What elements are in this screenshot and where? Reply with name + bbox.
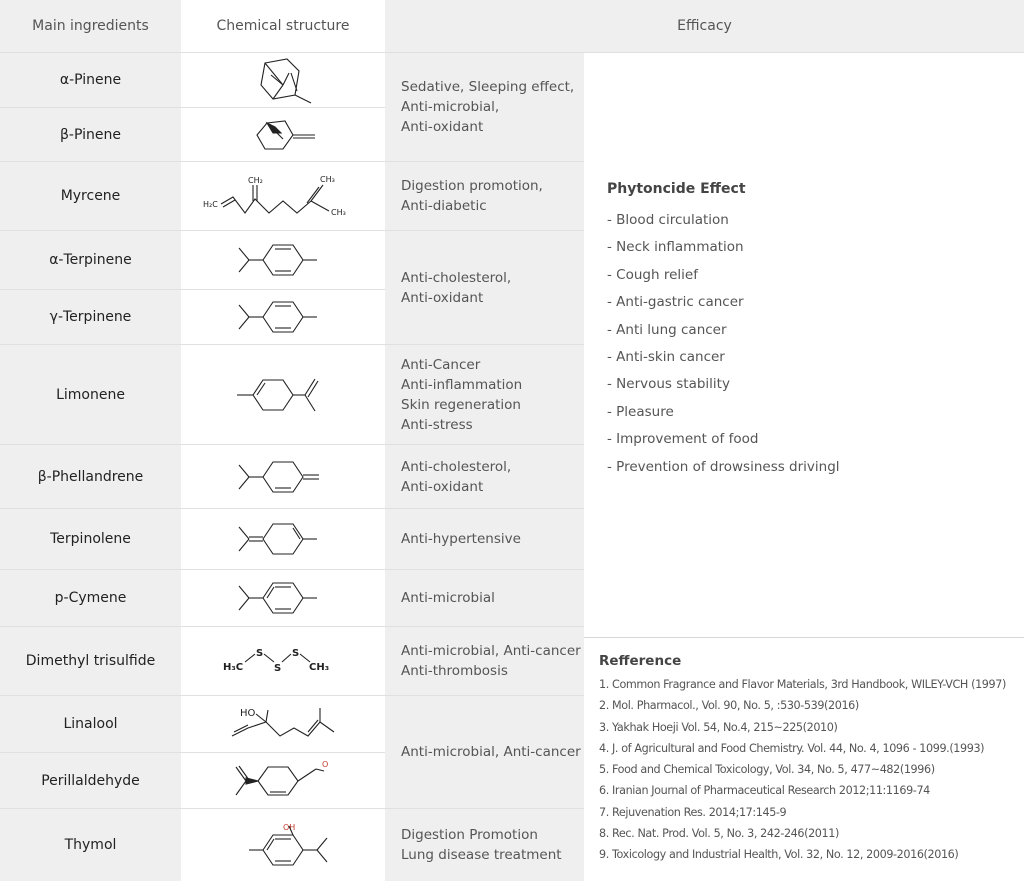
ingredient-name-perillaldehyde: Perillaldehyde	[0, 752, 181, 808]
ingredient-name-limonene: Limonene	[0, 344, 181, 444]
linalool-ho-label: HO	[240, 708, 256, 719]
list-item: - Pleasure	[607, 403, 674, 420]
beta-phellandrene-structure	[181, 444, 385, 508]
ingredient-name-myrcene: Myrcene	[0, 161, 181, 230]
efficacy-text: Anti-cholesterol, Anti-oxidant	[401, 458, 512, 495]
phytoncide-list: - Blood circulation - Neck inflammation …	[607, 207, 840, 481]
limonene-structure	[181, 344, 385, 444]
header-chemical-structure: Chemical structure	[181, 0, 385, 52]
phytoncide-effect-panel: Phytoncide Effect - Blood circulation - …	[584, 52, 1024, 638]
dmts-s3-label: S	[292, 648, 299, 659]
alpha-terpinene-structure	[181, 230, 385, 289]
ingredient-name-gamma-terpinene: γ-Terpinene	[0, 289, 181, 344]
ingredient-name-beta-phellandrene: β-Phellandrene	[0, 444, 181, 508]
efficacy-text: Anti-hypertensive	[401, 531, 521, 547]
ingredient-name-alpha-pinene: α-Pinene	[0, 52, 181, 107]
list-item: 4. J. of Agricultural and Food Chemistry…	[599, 741, 985, 755]
reference-title: Refference	[599, 653, 682, 669]
efficacy-cell-dimethyl-trisulfide: Anti-microbial, Anti-cancer Anti-thrombo…	[385, 626, 584, 695]
myrcene-ch2-label: CH₂	[248, 176, 263, 185]
list-item: 6. Iranian Journal of Pharmaceutical Res…	[599, 784, 930, 798]
list-item: - Prevention of drowsiness drivingl	[607, 458, 840, 475]
efficacy-cell-thymol: Digestion Promotion Lung disease treatme…	[385, 808, 584, 881]
efficacy-cell-p-cymene: Anti-microbial	[385, 569, 584, 626]
list-item: - Improvement of food	[607, 431, 759, 448]
ingredient-name-linalool: Linalool	[0, 695, 181, 752]
efficacy-text: Anti-microbial, Anti-cancer Anti-thrombo…	[401, 643, 581, 679]
linalool-structure: HO	[181, 695, 385, 752]
list-item: - Nervous stability	[607, 376, 730, 393]
myrcene-h2c-label: H₂C	[203, 200, 218, 209]
list-item: 1. Common Fragrance and Flavor Materials…	[599, 678, 1006, 691]
phytoncide-title: Phytoncide Effect	[607, 181, 746, 197]
ingredient-name-thymol: Thymol	[0, 808, 181, 881]
header-main-ingredients: Main ingredients	[0, 0, 181, 52]
terpinolene-structure	[181, 508, 385, 569]
perillaldehyde-icon: O	[235, 760, 328, 796]
myrcene-icon: CH₂ CH₃ H₂C CH₃	[203, 175, 346, 217]
alpha-pinene-structure	[181, 52, 385, 107]
efficacy-cell-terpinene: Anti-cholesterol, Anti-oxidant	[385, 230, 584, 344]
reference-panel: Refference 1. Common Fragrance and Flavo…	[584, 637, 1024, 882]
thymol-icon: OH	[249, 823, 328, 866]
efficacy-text: Digestion promotion, Anti-diabetic	[401, 178, 543, 214]
ingredient-name-beta-pinene: β-Pinene	[0, 107, 181, 161]
list-item: - Neck inflammation	[607, 239, 744, 256]
list-item: - Anti lung cancer	[607, 321, 727, 338]
dmts-s1-label: S	[256, 648, 263, 659]
dmts-s2-label: S	[274, 663, 281, 674]
efficacy-text: Digestion Promotion Lung disease treatme…	[401, 827, 562, 863]
list-item: 7. Rejuvenation Res. 2014;17:145-9	[599, 805, 787, 819]
list-item: - Anti-skin cancer	[607, 348, 725, 365]
beta-pinene-structure	[181, 107, 385, 161]
efficacy-cell-limonene: Anti-Cancer Anti-inflammation Skin regen…	[385, 344, 584, 444]
myrcene-ch3-top-label: CH₃	[320, 175, 335, 184]
dmts-h3c-label: H₃C	[223, 662, 243, 673]
myrcene-ch3-bottom-label: CH₃	[331, 208, 346, 217]
efficacy-cell-pinene: Sedative, Sleeping effect, Anti-microbia…	[385, 52, 584, 161]
linalool-icon: HO	[231, 708, 335, 737]
list-item: 5. Food and Chemical Toxicology, Vol. 34…	[599, 763, 935, 777]
list-item: - Blood circulation	[607, 212, 729, 228]
efficacy-text: Anti-cholesterol, Anti-oxidant	[401, 269, 512, 306]
list-item: - Cough relief	[607, 266, 698, 283]
gamma-terpinene-structure	[181, 289, 385, 344]
ingredient-name-alpha-terpinene: α-Terpinene	[0, 230, 181, 289]
p-cymene-icon	[238, 582, 317, 614]
limonene-icon	[237, 378, 319, 411]
perillaldehyde-o-label: O	[322, 760, 328, 769]
alpha-terpinene-icon	[238, 244, 317, 276]
ingredient-name-dimethyl-trisulfide: Dimethyl trisulfide	[0, 626, 181, 695]
myrcene-structure: CH₂ CH₃ H₂C CH₃	[181, 161, 385, 230]
ingredient-name-terpinolene: Terpinolene	[0, 508, 181, 569]
beta-phellandrene-icon	[238, 460, 319, 493]
list-item: - Anti-gastric cancer	[607, 294, 744, 311]
list-item: 9. Toxicology and Industrial Health, Vol…	[599, 848, 959, 862]
efficacy-text: Anti-microbial	[401, 590, 495, 606]
gamma-terpinene-icon	[238, 301, 317, 333]
list-item: 2. Mol. Pharmacol., Vol. 90, No. 5, :530…	[599, 699, 859, 713]
efficacy-text: Anti-Cancer Anti-inflammation Skin regen…	[401, 356, 523, 433]
reference-list: 1. Common Fragrance and Flavor Materials…	[599, 674, 1006, 866]
terpinolene-icon	[238, 523, 317, 555]
dimethyl-trisulfide-structure: H₃C S S S CH₃	[181, 626, 385, 695]
dmts-ch3-label: CH₃	[309, 662, 329, 673]
header-efficacy: Efficacy	[385, 0, 1024, 52]
list-item: 3. Yakhak Hoeji Vol. 54, No.4, 215~225(2…	[599, 720, 838, 734]
p-cymene-structure	[181, 569, 385, 626]
ingredient-name-p-cymene: p-Cymene	[0, 569, 181, 626]
efficacy-cell-myrcene: Digestion promotion, Anti-diabetic	[385, 161, 584, 230]
list-item: 8. Rec. Nat. Prod. Vol. 5, No. 3, 242-24…	[599, 827, 839, 841]
alpha-pinene-icon	[260, 58, 312, 104]
thymol-structure: OH	[181, 808, 385, 881]
efficacy-cell-terpinolene: Anti-hypertensive	[385, 508, 584, 569]
efficacy-cell-beta-phellandrene: Anti-cholesterol, Anti-oxidant	[385, 444, 584, 508]
efficacy-text: Anti-microbial, Anti-cancer	[401, 744, 581, 760]
beta-pinene-icon	[256, 119, 315, 150]
efficacy-cell-linalool-perillaldehyde: Anti-microbial, Anti-cancer	[385, 695, 584, 808]
dimethyl-trisulfide-icon: H₃C S S S CH₃	[223, 648, 329, 674]
efficacy-text: Sedative, Sleeping effect, Anti-microbia…	[401, 79, 575, 135]
perillaldehyde-structure: O	[181, 752, 385, 808]
